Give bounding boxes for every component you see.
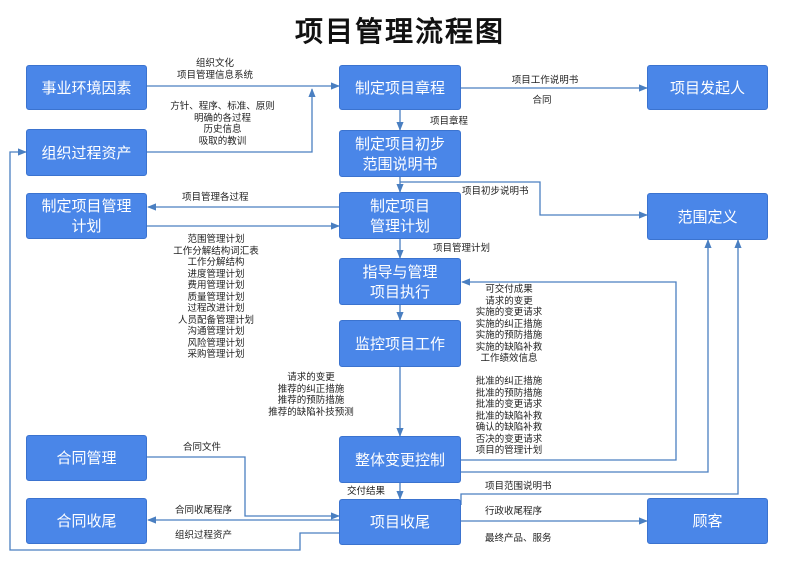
box-project-sponsor: 项目发起人 [647,65,768,110]
arrow-assets-to-charter [147,88,316,153]
label-assets-to-charter: 方针、程序、标准、原则 明确的各过程 历史信息 吸取的教训 [170,101,275,147]
label-monitor-outputs: 请求的变更 推荐的纠正措施 推荐的预防措施 推荐的缺陷补技预测 [268,372,354,418]
label-charter-to-sponsor-bottom: 合同 [532,95,552,106]
box-scope-definition: 范围定义 [647,193,768,240]
box-prelim-scope: 制定项目初步 范围说明书 [339,130,461,177]
box-contract-management: 合同管理 [26,435,147,481]
label-org-assets-out: 组织过程资产 [175,530,233,541]
arrow-close-to-scope [460,239,742,505]
box-close-project: 项目收尾 [339,499,461,545]
box-monitor-control: 监控项目工作 [339,320,461,367]
box-integrated-change: 整体变更控制 [339,436,461,483]
arrow-change-to-scope [461,239,712,473]
label-env-to-charter: 组织文化 项目管理信息系统 [176,58,253,81]
arrow-change-to-direct [461,278,677,461]
label-pm-processes: 项目管理各过程 [182,192,249,203]
box-customer: 顾客 [647,498,768,544]
label-contract-docs: 合同文件 [183,442,222,453]
label-final-products: 最终产品、服务 [485,533,552,544]
box-enterprise-environment: 事业环境因素 [26,65,147,110]
label-admin-closure-proc: 行政收尾程序 [485,506,543,517]
label-execution-feedback: 可交付成果 请求的变更 实施的变更请求 实施的纠正措施 实施的预防措施 实施的缺… [475,284,543,364]
box-contract-closure: 合同收尾 [26,498,147,544]
label-plan-components: 范围管理计划 工作分解结构词汇表 工作分解结构 进度管理计划 费用管理计划 质量… [173,234,259,360]
label-charter-output: 项目章程 [430,116,469,127]
box-org-process-assets: 组织过程资产 [26,129,147,176]
diagram-title: 项目管理流程图 [294,15,505,48]
arrow-contract-to-close [147,456,340,520]
box-develop-charter: 制定项目章程 [339,65,461,110]
box-develop-pm-plan: 制定项目 管理计划 [339,192,461,239]
arrow-prelim-to-scope [400,181,648,219]
box-pm-plan-left: 制定项目管理 计划 [26,193,147,239]
label-charter-to-sponsor-top: 项目工作说明书 [511,75,579,86]
label-pm-plan-output: 项目管理计划 [433,243,491,254]
label-deliverables: 交付结果 [347,486,386,497]
label-scope-statement: 项目范围说明书 [485,481,552,492]
label-change-outputs: 批准的纠正措施 批准的预防措施 批准的变更请求 批准的缺陷补救 确认的缺陷补救 … [475,376,543,456]
arrow-close-to-assets [9,148,339,551]
label-contract-closure-proc: 合同收尾程序 [175,505,233,516]
box-direct-manage: 指导与管理 项目执行 [339,258,461,305]
label-prelim-scope-output: 项目初步说明书 [462,186,529,197]
